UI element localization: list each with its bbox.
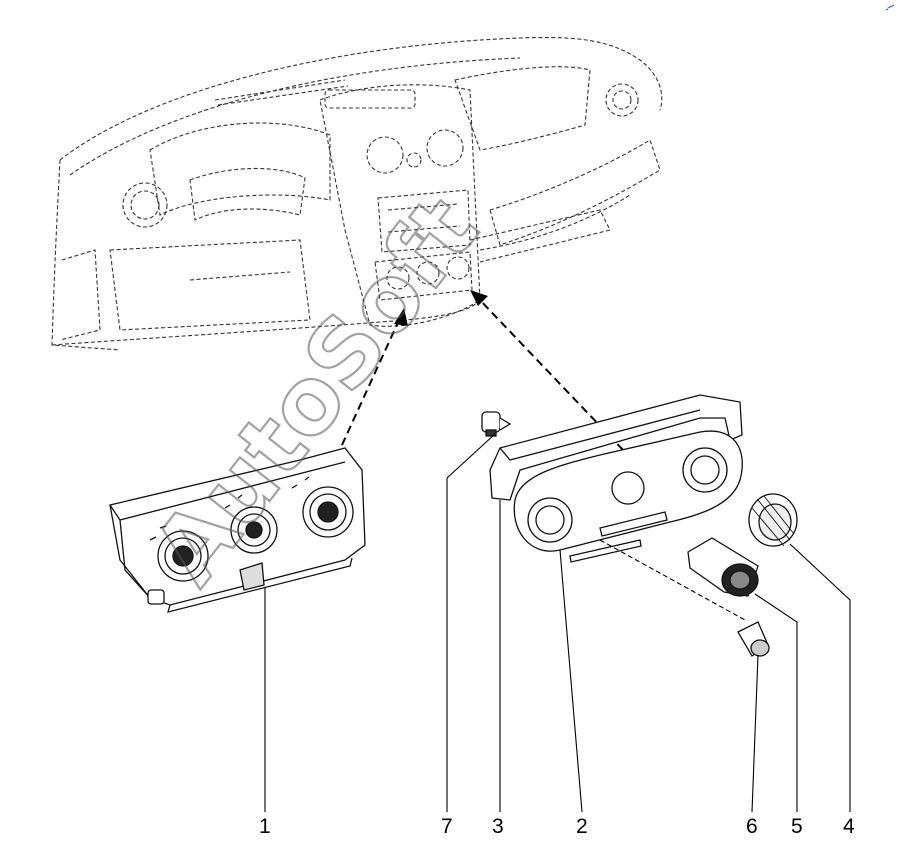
callout-3: 3 bbox=[492, 815, 504, 838]
callout-1: 1 bbox=[259, 815, 271, 838]
callout-labels: 1 7 3 2 6 5 4 bbox=[259, 815, 855, 838]
part-4-knob bbox=[748, 493, 798, 547]
dashed-7 bbox=[599, 539, 746, 621]
leader-4 bbox=[789, 543, 851, 812]
arrow-2-head bbox=[470, 290, 488, 306]
leader-lines bbox=[264, 433, 851, 813]
callout-6: 6 bbox=[746, 815, 758, 838]
part-5-switch bbox=[687, 537, 759, 597]
leader-6 bbox=[751, 654, 759, 813]
arrow-2-line bbox=[477, 297, 624, 451]
callout-4: 4 bbox=[843, 815, 855, 838]
part-1-control-unit bbox=[109, 447, 366, 613]
part-3-trim-bezel bbox=[489, 394, 743, 501]
corner-mark bbox=[885, 4, 895, 11]
assembly-arrows bbox=[341, 290, 624, 451]
leader-2 bbox=[559, 549, 583, 813]
part-2-faceplate bbox=[513, 430, 743, 563]
leader-7 bbox=[446, 433, 496, 479]
dashboard-outline bbox=[51, 36, 663, 351]
part-6-cap bbox=[737, 621, 770, 657]
part-7-bulb bbox=[481, 411, 512, 437]
part-1-lever bbox=[239, 562, 265, 591]
arrow-1-head bbox=[394, 308, 408, 326]
callout-2: 2 bbox=[576, 815, 588, 838]
arrow-1-line bbox=[341, 317, 401, 446]
callout-7: 7 bbox=[441, 815, 453, 838]
leader-5 bbox=[754, 593, 798, 812]
callout-5: 5 bbox=[791, 815, 803, 838]
